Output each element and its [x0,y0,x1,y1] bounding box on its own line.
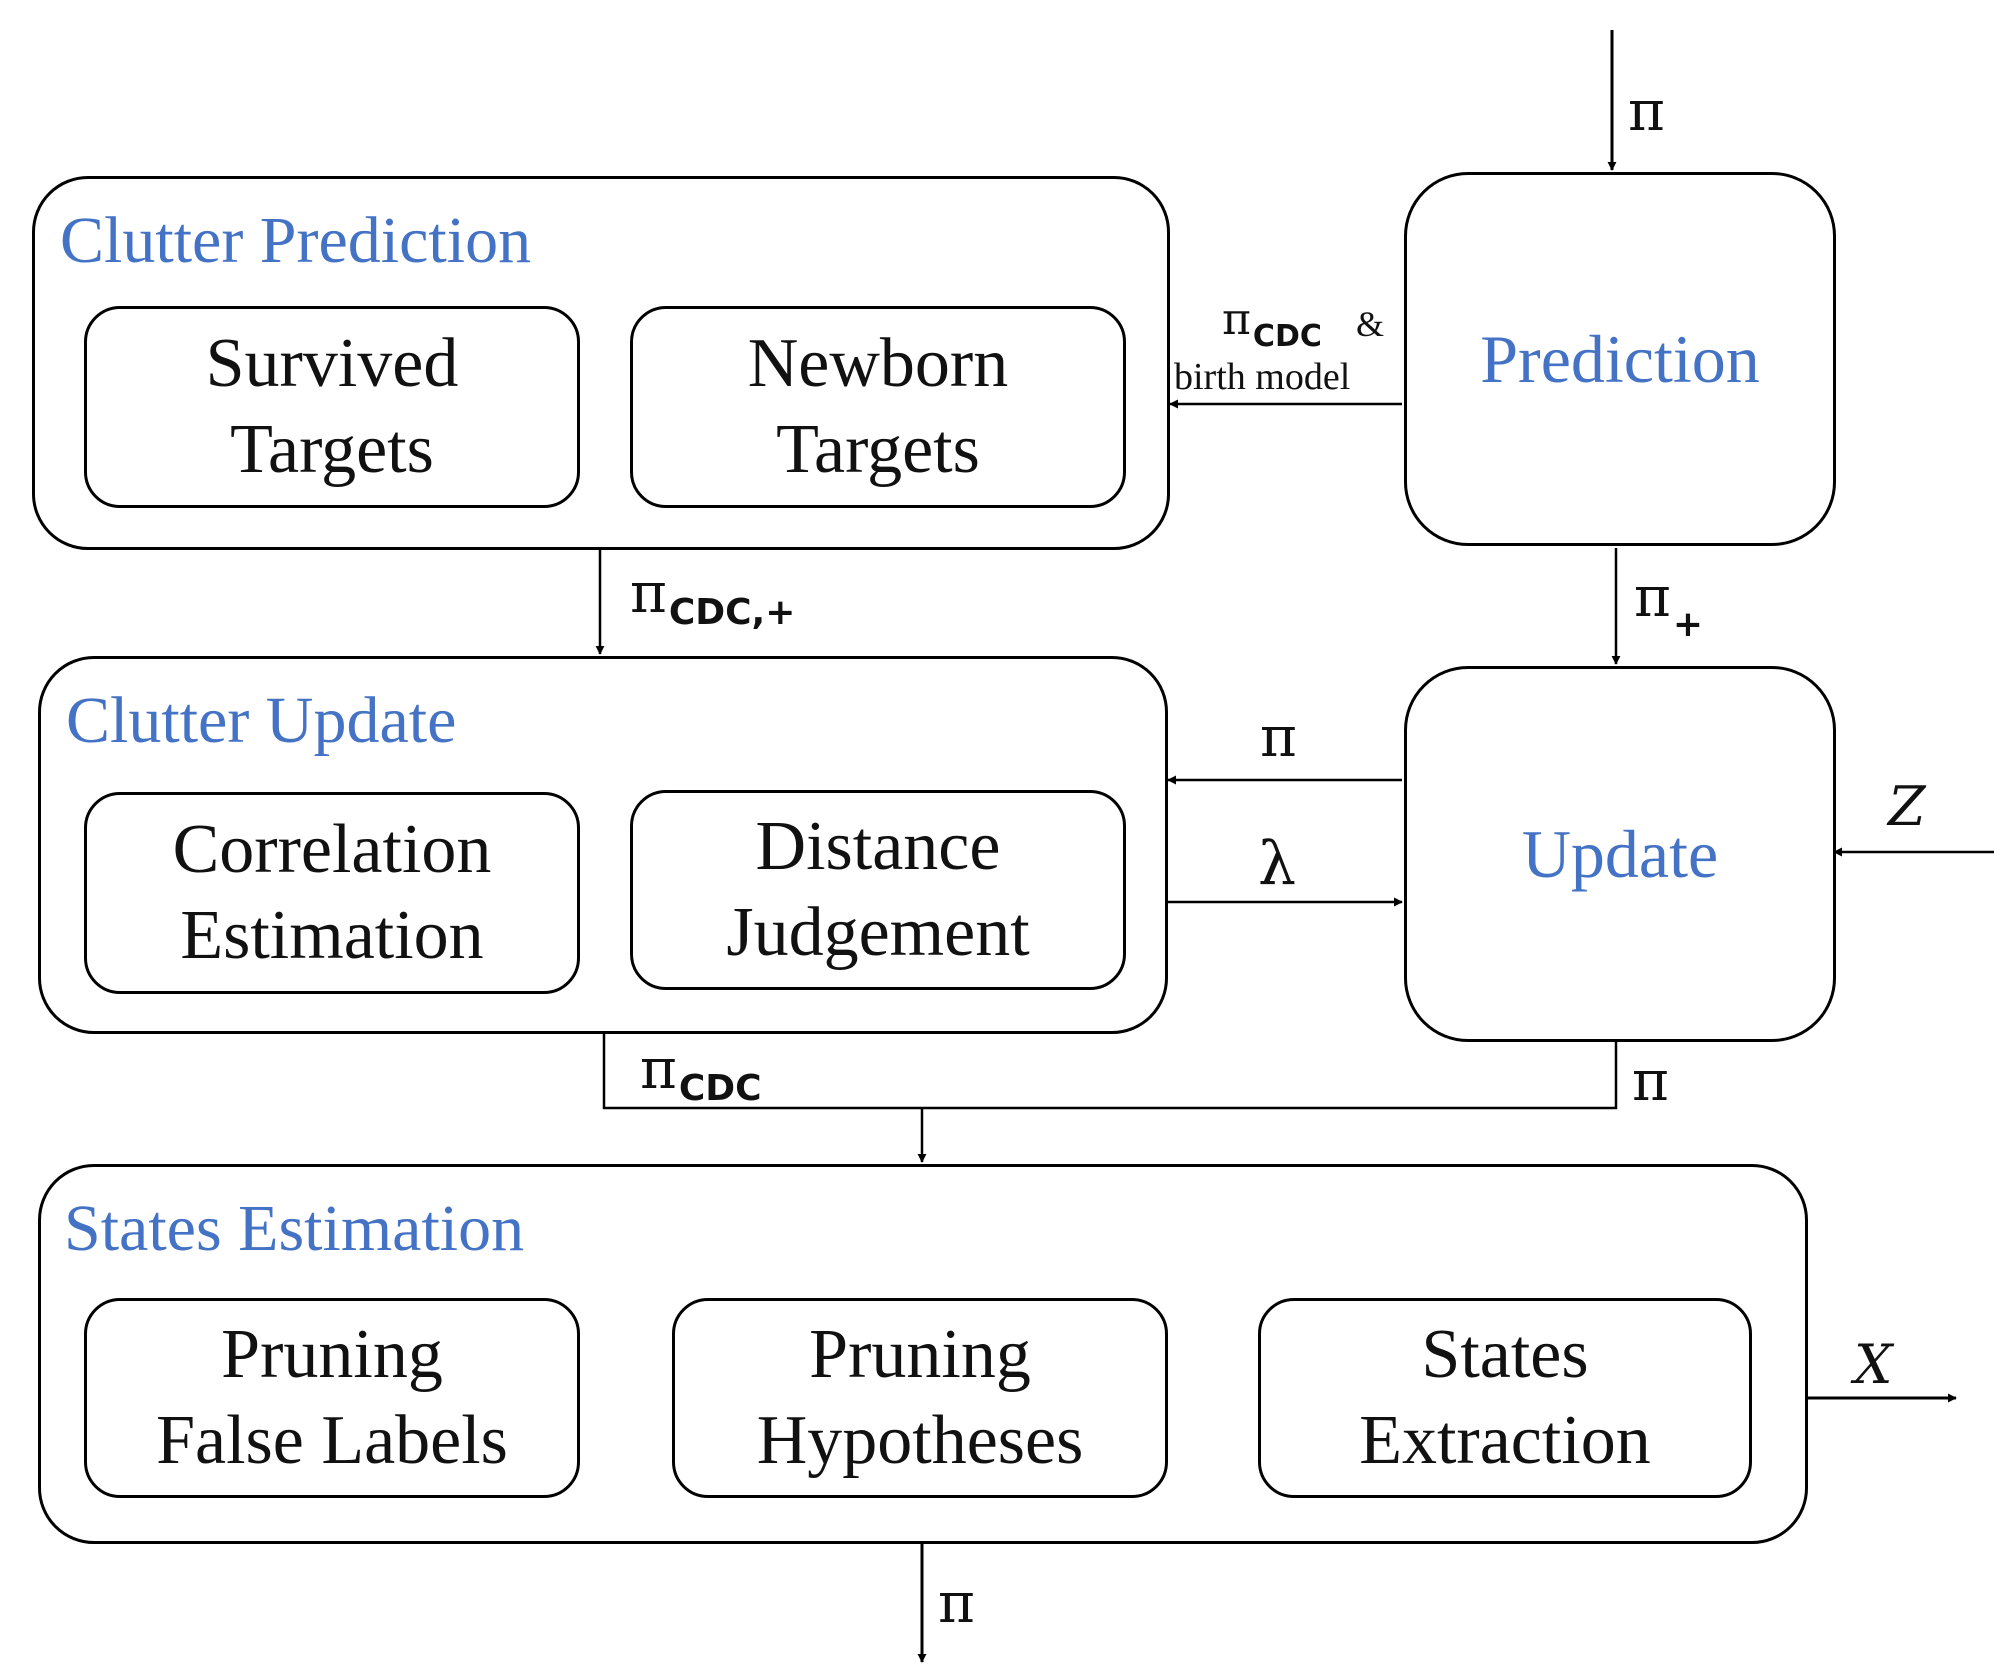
states-extraction-block: States Extraction [1258,1298,1752,1498]
pruning-hypotheses-line2: Hypotheses [756,1402,1084,1479]
pruning-false-labels-line2: False Labels [156,1402,508,1479]
states-estimation-title: States Estimation [64,1192,525,1265]
distance-judgement-line1: Distance [755,808,1001,885]
pi-cdc-label: πCDC [640,1037,762,1109]
correlation-estimation-line1: Correlation [172,811,492,888]
clutter-update-title: Clutter Update [66,684,457,757]
pruning-false-labels-line1: Pruning [221,1316,443,1393]
newborn-targets-block: Newborn Targets [630,306,1126,508]
pruning-false-labels-block: Pruning False Labels [84,1298,580,1498]
update-to-clutter-pi-label: π [1260,705,1297,770]
states-extraction-line1: States [1421,1316,1589,1393]
bottom-pi-label: π [938,1571,975,1636]
x-output-label: X [1854,1333,1893,1396]
pruning-hypotheses-line1: Pruning [809,1316,1031,1393]
birth-model-label: birth model [1174,356,1351,398]
cdc-subscript-2: CDC [678,1068,762,1109]
plus-subscript: + [1672,604,1703,645]
ampersand-label: & [1356,304,1385,344]
pi-cdc-plus-label: πCDC,+ [630,561,796,633]
newborn-targets-line2: Targets [776,411,980,488]
survived-targets-block: Survived Targets [84,306,580,508]
newborn-targets-line1: Newborn [747,325,1009,402]
prediction-label: Prediction [1480,320,1760,397]
distance-judgement-block: Distance Judgement [630,790,1126,990]
pruning-hypotheses-block: Pruning Hypotheses [672,1298,1168,1498]
update-label: Update [1521,815,1719,892]
pi-plus-label: π+ [1634,565,1703,645]
survived-targets-line2: Targets [230,411,434,488]
distance-judgement-line2: Judgement [726,894,1030,971]
survived-targets-line1: Survived [205,325,459,402]
clutter-prediction-title: Clutter Prediction [60,204,532,277]
z-label: Z [1888,775,1926,838]
update-block: Update [1404,666,1836,1042]
line-clutter-update-to-merge [602,1032,1618,1110]
correlation-estimation-line2: Estimation [180,897,484,974]
update-output-pi-label: π [1632,1049,1669,1114]
input-pi-label: π [1628,79,1665,144]
cdc-plus-subscript: CDC,+ [668,592,796,633]
cdc-subscript: CDC [1252,319,1322,354]
pi-cdc-birth-label: πCDC [1222,294,1322,354]
states-extraction-line2: Extraction [1359,1402,1651,1479]
correlation-estimation-block: Correlation Estimation [84,792,580,994]
lambda-label: λ [1258,829,1297,899]
prediction-block: Prediction [1404,172,1836,546]
